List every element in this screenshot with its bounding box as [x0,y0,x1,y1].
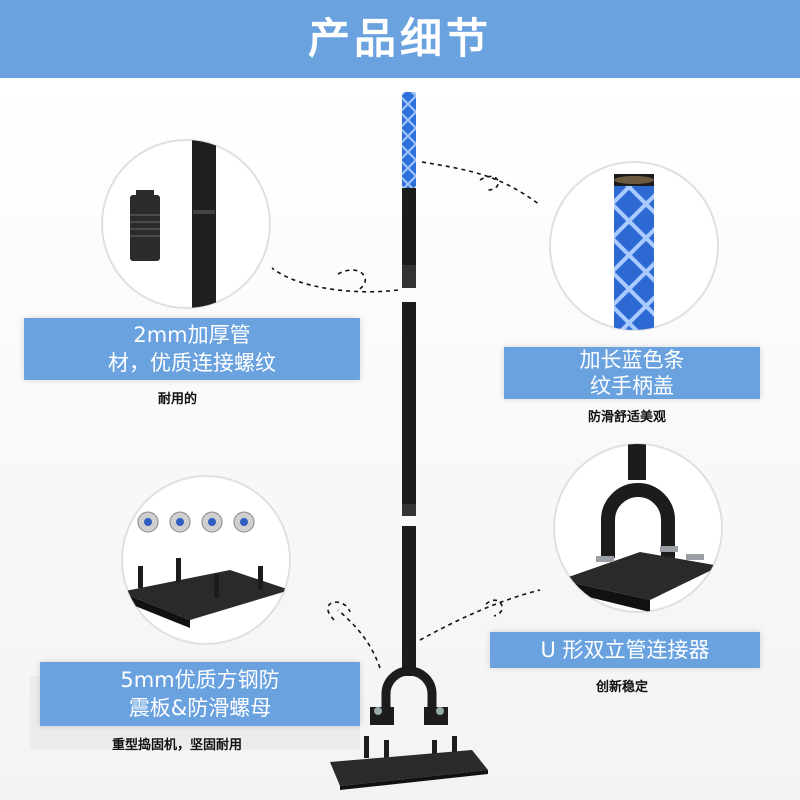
detail-circle-u-connector [553,443,723,613]
feature-label-line2: 纹手柄盖 [590,374,674,398]
connector-lines [271,161,541,669]
feature-label-line1: 5mm优质方钢防 [120,668,280,692]
feature-label-line2: 材，优质连接螺纹 [108,351,276,375]
middle-pole-section [402,302,416,516]
feature-label-line1: U 形双立管连接器 [540,638,710,662]
detail-circle-base-plate [121,475,291,645]
header-banner: 产品细节 [0,0,800,78]
detail-circle-grip [549,161,719,331]
tamper-base [330,666,488,790]
handle-section [402,92,416,288]
detail-circle-thread [101,139,271,309]
feature-label-steel-plate: 5mm优质方钢防 震板&防滑螺母 [40,662,360,726]
feature-label-line2: 震板&防滑螺母 [128,696,272,720]
feature-caption-stable: 创新稳定 [596,680,649,695]
feature-label-line1: 加长蓝色条 [579,348,685,372]
feature-label-u-connector: U 形双立管连接器 [490,632,760,668]
feature-caption-heavy-duty: 重型捣固机，坚固耐用 [112,738,243,753]
feature-label-line1: 2mm加厚管 [133,323,251,347]
page-title: 产品细节 [307,14,492,63]
feature-caption-anti-slip: 防滑舒适美观 [588,410,667,425]
feature-label-blue-grip: 加长蓝色条 纹手柄盖 [504,347,760,399]
feature-label-thick-tube: 2mm加厚管 材，优质连接螺纹 [24,318,360,380]
feature-caption-durable: 耐用的 [158,392,198,407]
lower-pole-section [402,526,416,676]
